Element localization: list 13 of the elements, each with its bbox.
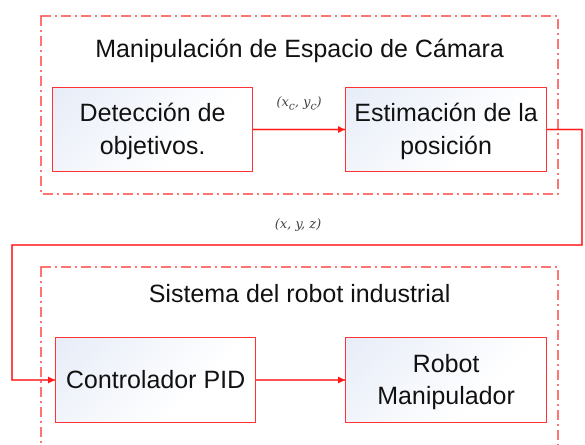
- process-box: Detección de objetivos.: [52, 87, 253, 172]
- group-title: Manipulación de Espacio de Cámara: [94, 35, 505, 64]
- process-box: Controlador PID: [55, 337, 256, 423]
- group-frame: [40, 15, 559, 195]
- process-box: Estimación de la posición: [345, 87, 547, 172]
- arrow: [11, 128, 583, 384]
- arrow: [256, 376, 345, 384]
- group-title: Sistema del robot industrial: [148, 280, 452, 309]
- group-frame: [40, 266, 559, 445]
- edge-label: (x, y, z): [272, 217, 324, 232]
- process-box: Robot Manipulador: [345, 337, 547, 423]
- arrow: [253, 126, 345, 134]
- edge-label: (x$_{c}$, y$_{c}$): [274, 94, 324, 112]
